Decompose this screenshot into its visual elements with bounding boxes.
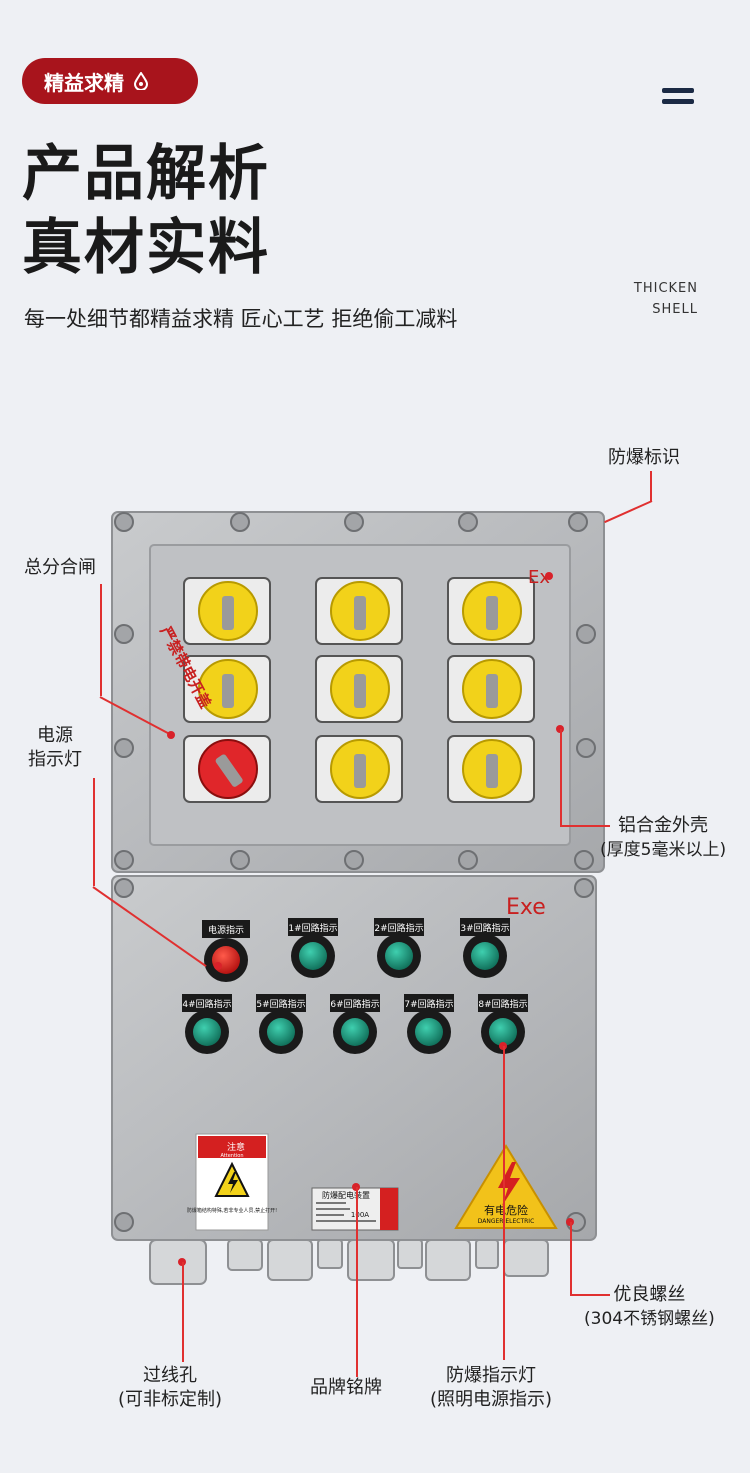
loop-indicator: 7#回路指示	[404, 994, 454, 1054]
callout-explosion-mark: 防爆标识	[608, 447, 680, 468]
svg-text:1#回路指示: 1#回路指示	[288, 922, 337, 934]
callout-main-switch: 总分合闸	[24, 557, 96, 578]
callout-dot	[545, 572, 553, 580]
svg-text:防爆配电装置: 防爆配电装置	[322, 1190, 370, 1200]
callout-power-light: 电源指示灯	[28, 725, 82, 770]
callout-line	[560, 825, 610, 827]
switch-grid	[183, 577, 535, 803]
loop-indicator: 8#回路指示	[478, 994, 528, 1054]
screws	[114, 512, 596, 1232]
switch-knob	[183, 655, 271, 723]
loop-indicator: 1#回路指示	[288, 918, 338, 978]
svg-text:电源指示: 电源指示	[208, 924, 244, 936]
svg-text:2#回路指示: 2#回路指示	[374, 922, 423, 934]
loop-indicator: 6#回路指示	[330, 994, 380, 1054]
switch-knob	[447, 655, 535, 723]
menu-icon[interactable]	[662, 88, 694, 110]
callout-line	[570, 1222, 572, 1294]
svg-text:4#回路指示: 4#回路指示	[182, 998, 231, 1010]
svg-text:100A: 100A	[351, 1211, 369, 1219]
callout-nameplate: 品牌铭牌	[310, 1377, 382, 1398]
quality-badge: 精益求精	[22, 58, 198, 104]
main-switch-knob	[183, 735, 271, 803]
callout-line	[356, 1187, 358, 1377]
svg-text:注意: 注意	[227, 1141, 245, 1153]
switch-knob	[315, 655, 403, 723]
svg-text:8#回路指示: 8#回路指示	[478, 998, 527, 1010]
power-indicator: 电源指示	[202, 920, 250, 982]
svg-text:有电危险: 有电危险	[484, 1203, 528, 1217]
callout-line	[503, 1046, 505, 1360]
svg-text:防爆箱结构特殊,若非专业人员,禁止打开!: 防爆箱结构特殊,若非专业人员,禁止打开!	[187, 1207, 277, 1214]
callout-dot	[167, 731, 175, 739]
svg-text:5#回路指示: 5#回路指示	[256, 998, 305, 1010]
loop-indicator: 5#回路指示	[256, 994, 306, 1054]
callout-dot	[214, 962, 222, 970]
loop-indicator: 4#回路指示	[182, 994, 232, 1054]
switch-knob	[315, 577, 403, 645]
danger-electric-sign: 有电危险 DANGER ELECTRIC	[454, 1144, 558, 1229]
svg-text:7#回路指示: 7#回路指示	[404, 998, 453, 1010]
svg-text:DANGER ELECTRIC: DANGER ELECTRIC	[478, 1218, 535, 1225]
heading-line-1: 产品解析	[22, 139, 270, 209]
callout-shell: 铝合金外壳(厚度5毫米以上)	[600, 815, 727, 860]
svg-text:Attention: Attention	[220, 1153, 243, 1159]
callout-line	[100, 584, 102, 696]
svg-text:3#回路指示: 3#回路指示	[460, 922, 509, 934]
drop-icon	[133, 72, 149, 90]
switch-knob	[447, 577, 535, 645]
callout-line	[570, 1294, 610, 1296]
badge-label: 精益求精	[44, 70, 124, 95]
callout-ex-light: 防爆指示灯(照明电源指示)	[430, 1365, 553, 1410]
cable-glands	[149, 1239, 549, 1285]
brand-nameplate: 防爆配电装置 100A	[311, 1187, 399, 1231]
indicator-lights: 电源指示 1#回路指示 2#回路指示 3#回路指示 4#回路指示 5#回路指示	[182, 918, 528, 1054]
subtitle: 每一处细节都精益求精 匠心工艺 拒绝偷工减料	[24, 307, 458, 331]
ex-mark-upper: Ex	[528, 567, 550, 588]
svg-text:6#回路指示: 6#回路指示	[330, 998, 379, 1010]
callout-line	[93, 778, 95, 886]
caution-label: 注意 Attention 防爆箱结构特殊,若非专业人员,禁止打开!	[187, 1133, 277, 1231]
ex-mark-lower: Exe	[506, 895, 546, 920]
switch-knob	[447, 735, 535, 803]
heading-line-2: 真材实料	[22, 213, 270, 283]
loop-indicator: 3#回路指示	[460, 918, 510, 978]
callout-screws: 优良螺丝(304不锈钢螺丝)	[584, 1284, 715, 1329]
callout-line	[650, 471, 652, 501]
switch-knob	[183, 577, 271, 645]
switch-knob	[315, 735, 403, 803]
callout-line	[182, 1262, 184, 1362]
loop-indicator: 2#回路指示	[374, 918, 424, 978]
callout-line	[560, 729, 562, 825]
callout-cable-hole: 过线孔(可非标定制)	[118, 1365, 223, 1410]
